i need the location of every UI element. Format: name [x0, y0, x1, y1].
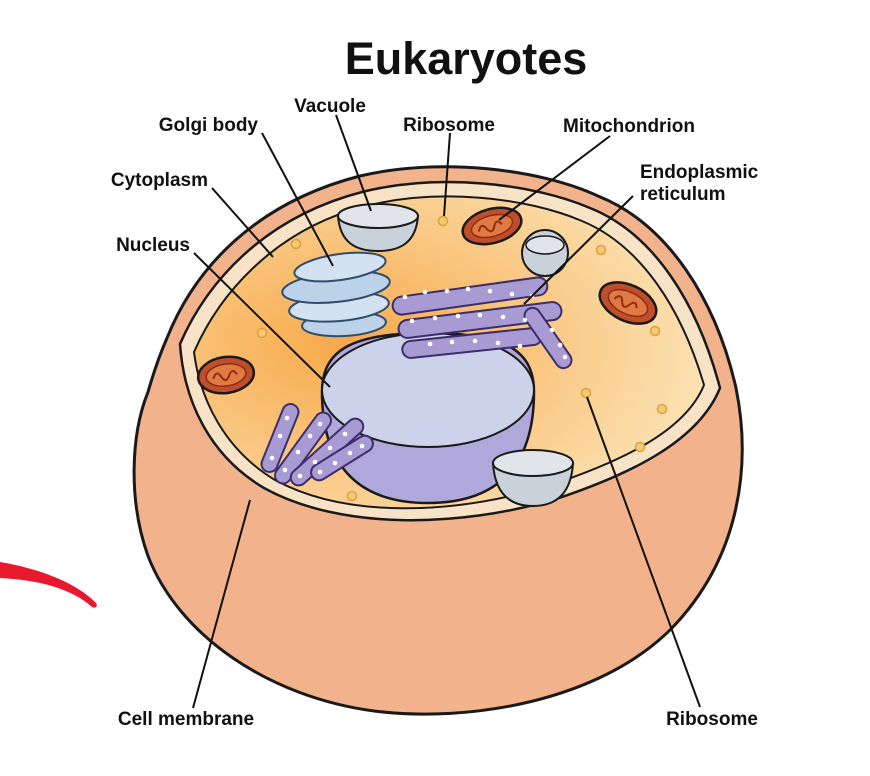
mitochondrion-shape: [598, 281, 658, 325]
cell-membrane-leader-line: [192, 499, 251, 709]
golgi-body-shape: [281, 251, 391, 338]
vacuole-label: Vacuole: [294, 96, 366, 117]
ribosome-dot: [437, 215, 449, 227]
ribosome-dot: [290, 238, 302, 250]
mitochondrion-leader-line: [498, 135, 611, 221]
endoplasmic-reticulum-shape: [391, 276, 573, 370]
ribosome-dot: [580, 387, 592, 399]
small-vacuole-shape: [491, 449, 575, 508]
mitochondrion-label: Mitochondrion: [563, 116, 695, 137]
vesicle-shape: [521, 229, 569, 277]
cytoplasm-leader-line: [211, 187, 274, 258]
ribosome-dot: [634, 441, 646, 453]
golgi-body-label: Golgi body: [159, 115, 259, 136]
er-right-dots: [402, 286, 568, 360]
ribosome-top-label: Ribosome: [403, 115, 495, 136]
endoplasmic-reticulum-label-line2: reticulum: [640, 184, 726, 205]
mitochondrion-shape: [461, 206, 523, 246]
diagram-title: Eukaryotes: [345, 33, 588, 84]
vacuole-leader-line: [335, 114, 372, 212]
nucleus-label: Nucleus: [116, 235, 190, 256]
er-left-dots: [269, 415, 365, 479]
endoplasmic-reticulum-label: Endoplasmic: [640, 162, 759, 183]
golgi-body-leader-line: [261, 132, 334, 267]
ribosome-dots: [256, 215, 668, 502]
mitochondrion-shape: [196, 355, 256, 395]
red-swoosh-decoration: [0, 562, 97, 608]
cytoplasm-label: Cytoplasm: [111, 170, 208, 191]
nucleus-leader-line: [193, 252, 331, 388]
ribosome-dot: [346, 490, 358, 502]
cell-membrane-label: Cell membrane: [118, 709, 254, 730]
vacuole-shape: [336, 203, 420, 253]
ribosome-top-leader-line: [443, 132, 451, 217]
ribosome-dot: [595, 244, 607, 256]
endoplasmic-reticulum-leader-line: [523, 195, 634, 305]
nucleus-shape: [320, 331, 536, 505]
ribosome-bottom-leader-line: [586, 396, 701, 708]
leader-lines: [192, 114, 701, 709]
ribosome-bottom-label: Ribosome: [666, 709, 758, 730]
ribosome-dot: [649, 325, 661, 337]
ribosome-dot: [256, 327, 268, 339]
ribosome-dot: [656, 403, 668, 415]
